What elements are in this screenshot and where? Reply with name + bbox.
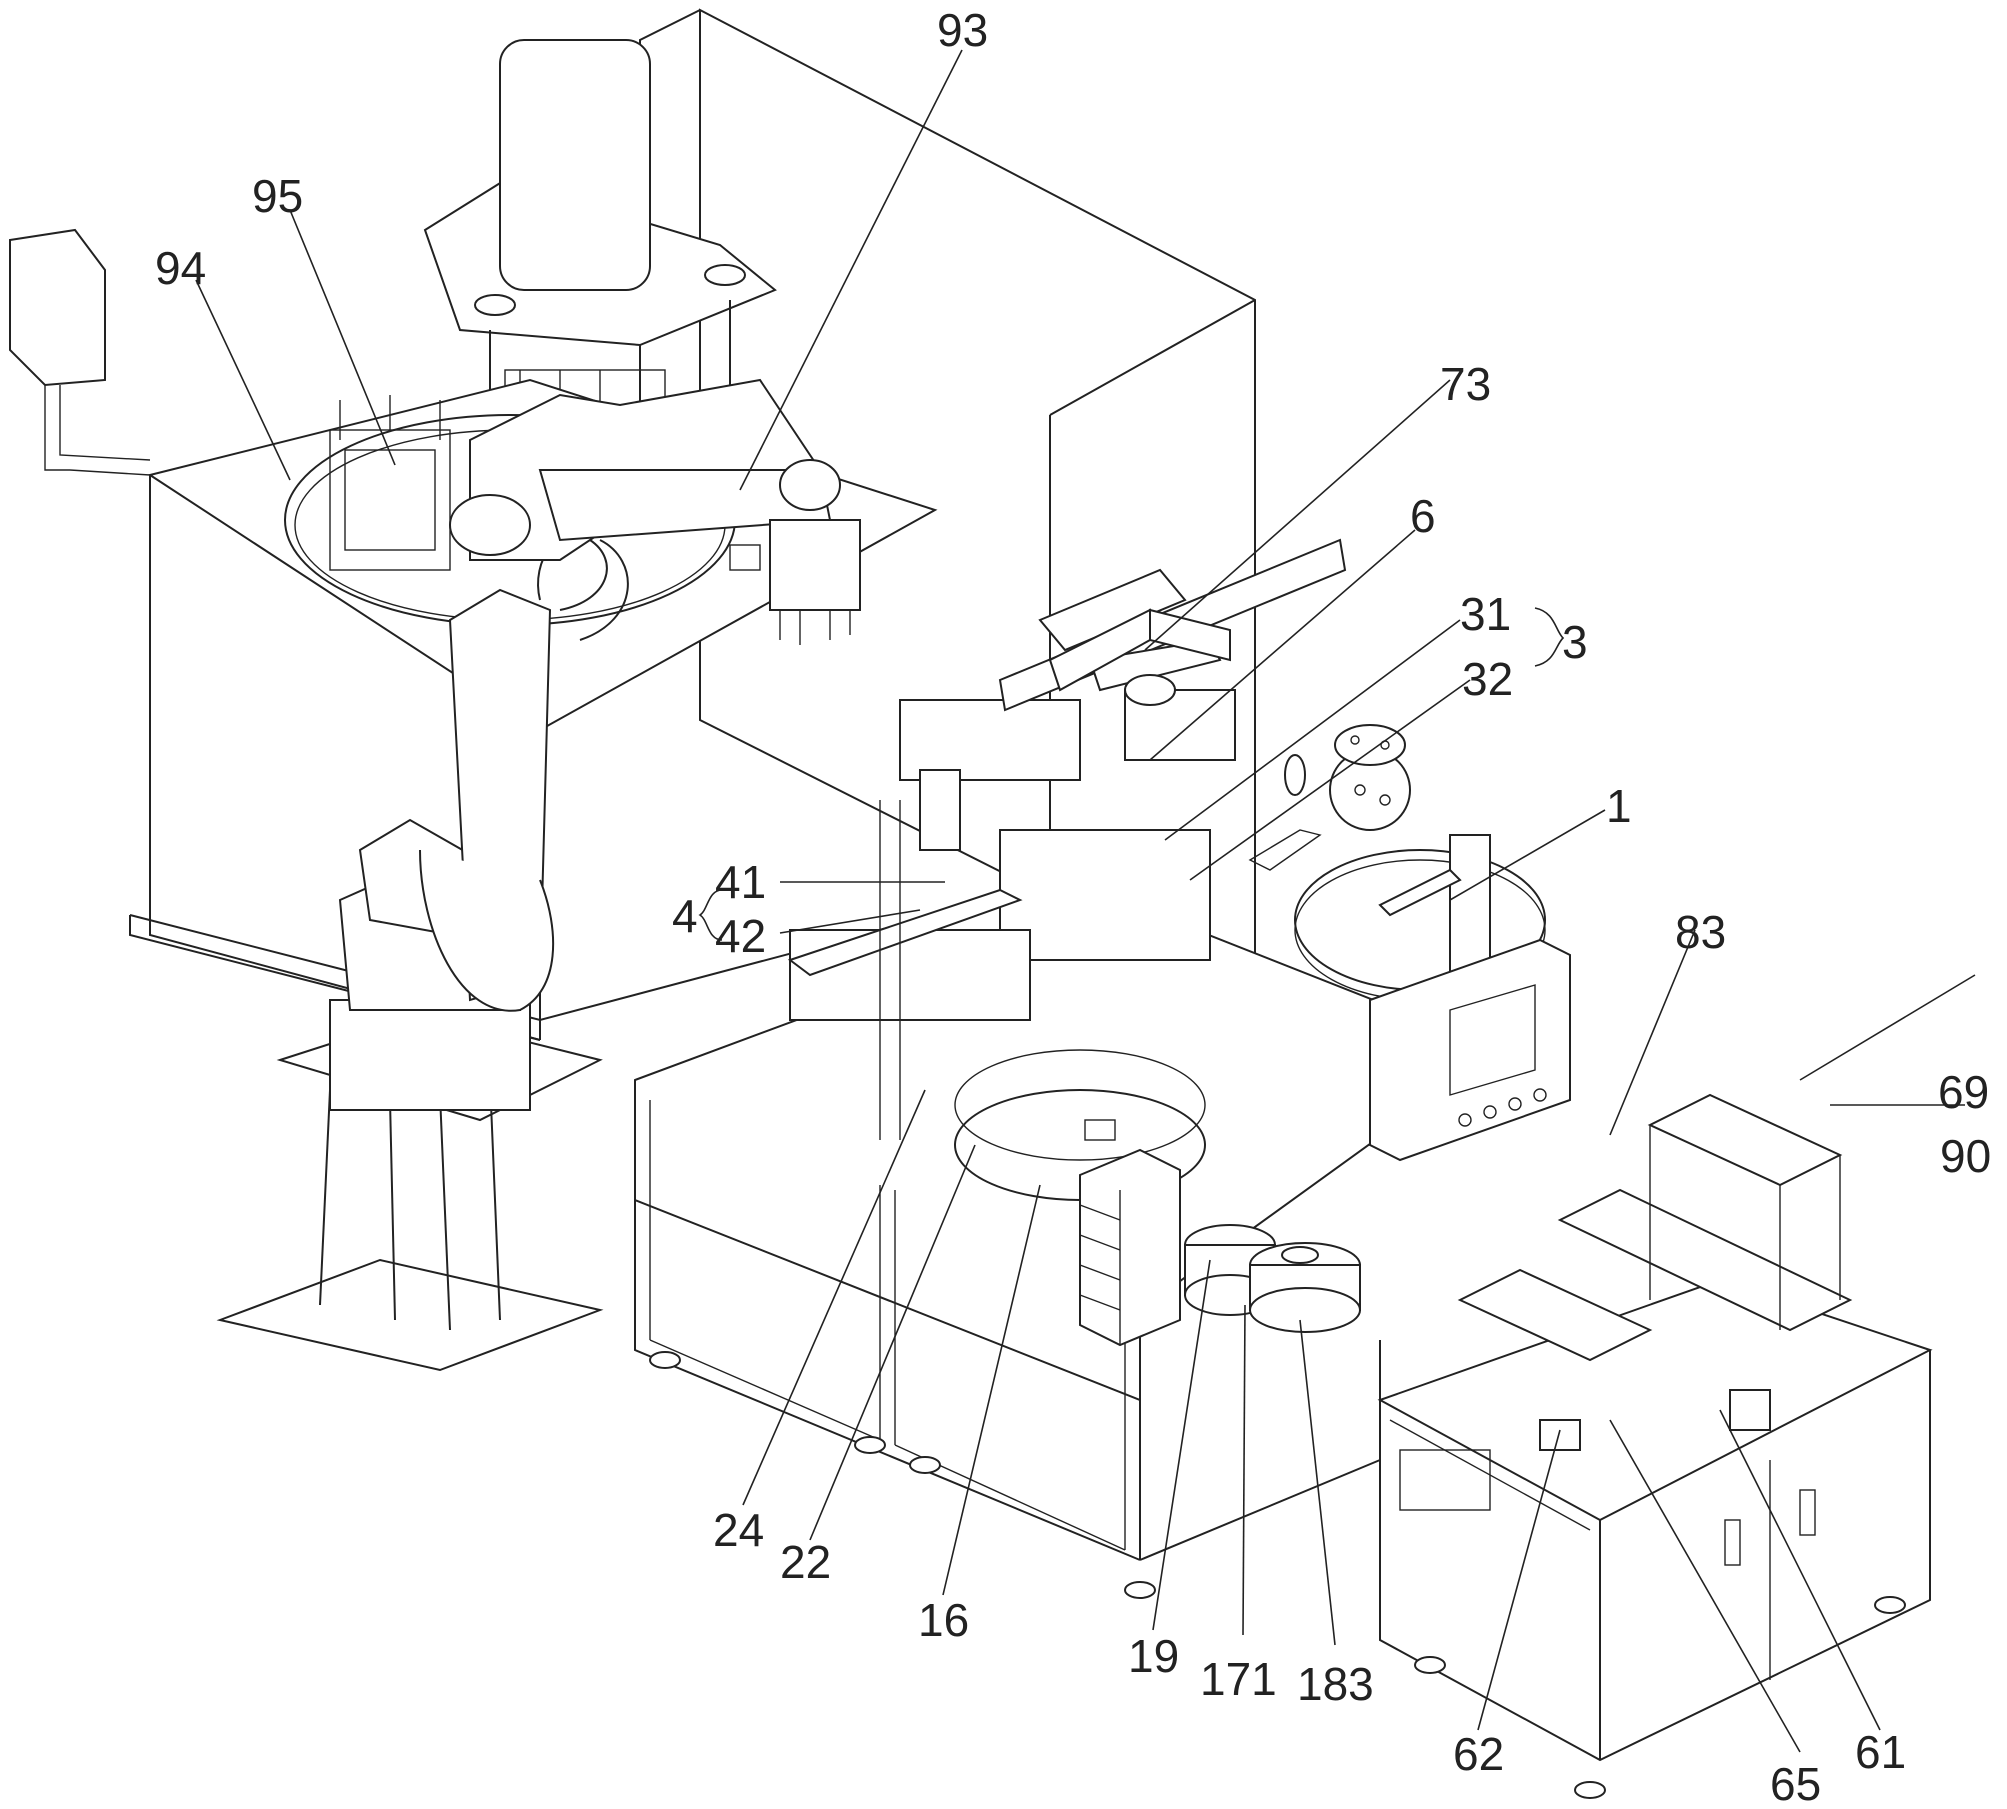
label-65: 65 [1770, 1758, 1821, 1809]
control-box [9, 228, 151, 476]
label-95: 95 [252, 170, 303, 222]
label-90: 90 [1940, 1130, 1991, 1182]
label-42: 42 [715, 910, 766, 962]
reference-labels: 93 95 94 73 6 31 3 32 1 41 4 42 83 69 90… [155, 4, 1991, 1809]
label-6: 6 [1410, 490, 1436, 542]
feeder-bowls [1184, 1224, 1361, 1333]
control-panel [1369, 938, 1571, 1162]
drawer-stack [1079, 1148, 1181, 1347]
tray-racks [1457, 1093, 1853, 1451]
leader-lines [195, 49, 1976, 1753]
label-32: 32 [1462, 653, 1513, 705]
label-93: 93 [937, 4, 988, 56]
label-73: 73 [1440, 358, 1491, 410]
label-62: 62 [1453, 1728, 1504, 1780]
conveyor-arm [1048, 608, 1236, 761]
label-19: 19 [1128, 1630, 1179, 1682]
robot-arm [216, 378, 861, 1372]
right-cabinet [1377, 1278, 1933, 1799]
label-24: 24 [713, 1504, 764, 1556]
label-83: 83 [1675, 906, 1726, 958]
label-94: 94 [155, 242, 206, 294]
label-183: 183 [1297, 1658, 1374, 1710]
label-171: 171 [1200, 1653, 1277, 1705]
label-69: 69 [1938, 1066, 1989, 1118]
label-61: 61 [1855, 1726, 1906, 1778]
label-41: 41 [715, 856, 766, 908]
label-1: 1 [1606, 780, 1632, 832]
label-4: 4 [672, 890, 698, 942]
label-3: 3 [1562, 616, 1588, 668]
label-16: 16 [918, 1594, 969, 1646]
label-31: 31 [1460, 588, 1511, 640]
tape-reel [1284, 724, 1411, 831]
label-22: 22 [780, 1536, 831, 1588]
